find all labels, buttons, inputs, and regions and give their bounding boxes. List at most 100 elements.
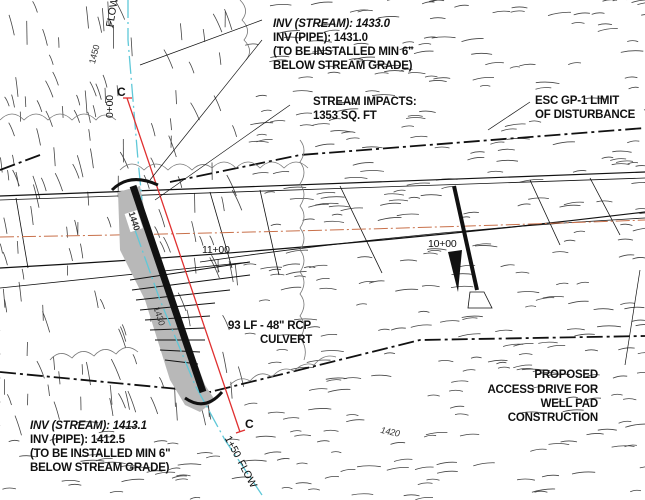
contour-dash [571, 471, 596, 475]
contour-dash [295, 112, 312, 116]
contour-dash [554, 401, 565, 404]
contour-dash [617, 238, 634, 241]
contour-dash [323, 429, 339, 432]
culvert-pipe [129, 184, 207, 394]
contour-dash [99, 298, 105, 310]
contour-dash [292, 90, 313, 93]
contour-dash [461, 38, 484, 42]
contour-dash [597, 28, 618, 32]
sign-base [467, 291, 493, 309]
downstream-install-note-1: (TO BE INSTALLED MIN 6" [30, 448, 171, 460]
contour-dash [631, 0, 645, 3]
contour-dash [231, 476, 252, 480]
contour-dash [315, 202, 339, 206]
contour-dash [294, 318, 318, 321]
contour-dash [256, 133, 267, 136]
contour-dash [377, 16, 400, 19]
upstream-inv-stream: INV (STREAM): 1433.0 [273, 18, 390, 30]
contour-dash [74, 219, 79, 235]
contour-dash [89, 81, 97, 97]
contour-dash [115, 1, 126, 20]
contour-dash [384, 193, 404, 196]
contour-dash [450, 285, 474, 288]
contour-dash [518, 353, 533, 356]
contour-dash [346, 137, 360, 140]
contour-dash [255, 94, 267, 98]
contour-dash [429, 17, 446, 20]
contour-dash [53, 147, 56, 167]
contour-dash [3, 217, 8, 234]
contour-dash [80, 243, 84, 259]
contour-dash [586, 374, 600, 377]
contour-dash [307, 52, 330, 55]
contour-dash [272, 171, 290, 175]
contour-dash [294, 275, 306, 278]
contour-dash [188, 61, 195, 74]
contour-dash [232, 125, 237, 138]
contour-dash [611, 445, 635, 448]
contour-dash [176, 474, 191, 477]
contour-dash [513, 343, 534, 347]
contour-dash [308, 488, 320, 491]
contour-dash [109, 397, 114, 417]
contour-dash [374, 63, 388, 66]
contour-dash [406, 117, 426, 119]
contour-dash [639, 212, 645, 214]
contour-dash [8, 439, 20, 442]
contour-dash [584, 397, 602, 401]
contour-dash [479, 84, 491, 87]
contour-dash [547, 11, 571, 16]
contour-dash [439, 320, 460, 323]
contour-dash [407, 72, 426, 75]
contour-dash [228, 261, 234, 283]
contour-dash [426, 248, 447, 251]
contour-dash [158, 209, 166, 228]
contour-dash [119, 151, 129, 169]
contour-dash [285, 271, 307, 276]
contour-dash [267, 411, 285, 414]
contour-dash [169, 118, 172, 131]
contour-dash [472, 243, 492, 247]
contour-dash [344, 177, 368, 179]
downstream-inv-pipe: INV (PIPE): 1412.5 [30, 434, 125, 446]
contour-dash [424, 75, 438, 78]
contour-dash [310, 1, 333, 6]
downstream-install-note-2: BELOW STREAM GRADE) [30, 462, 170, 474]
contour-dash [61, 106, 64, 118]
contour-dash [244, 402, 258, 406]
contour-dash [517, 478, 535, 481]
contour-dash [326, 379, 342, 382]
contour-dash [283, 186, 307, 189]
contour-dash [146, 470, 163, 473]
upstream-inv-pipe: INV (PIPE): 1431.0 [273, 32, 368, 44]
contour-dash [0, 243, 3, 254]
contour-dash [434, 146, 450, 149]
contour-dash [163, 236, 171, 253]
contour-dash [224, 8, 233, 31]
contour-dash [4, 96, 10, 107]
contour-dash [431, 36, 456, 39]
contour-dash [76, 155, 84, 178]
contour-dash [260, 266, 283, 270]
contour-dash [150, 157, 156, 168]
contour-dash [571, 22, 585, 24]
contour-dash [490, 141, 505, 145]
contour-dash [154, 471, 176, 475]
contour-dash [327, 71, 341, 74]
contour-dash [585, 97, 607, 100]
contour-dash [431, 0, 441, 2]
contour-dash [593, 308, 614, 311]
contour-dash [485, 62, 504, 66]
contour-dash [84, 90, 88, 114]
contour-dash [127, 390, 137, 413]
contour-dash [421, 285, 440, 288]
contour-dash [632, 257, 645, 260]
contour-dash [121, 324, 127, 336]
contour-dash [597, 23, 613, 26]
contour-dash [462, 369, 476, 372]
access-label-1: PROPOSED [534, 369, 598, 381]
contour-dash [150, 123, 156, 137]
esc-label-2: OF DISTURBANCE [535, 109, 636, 121]
contour-dash [121, 465, 138, 467]
